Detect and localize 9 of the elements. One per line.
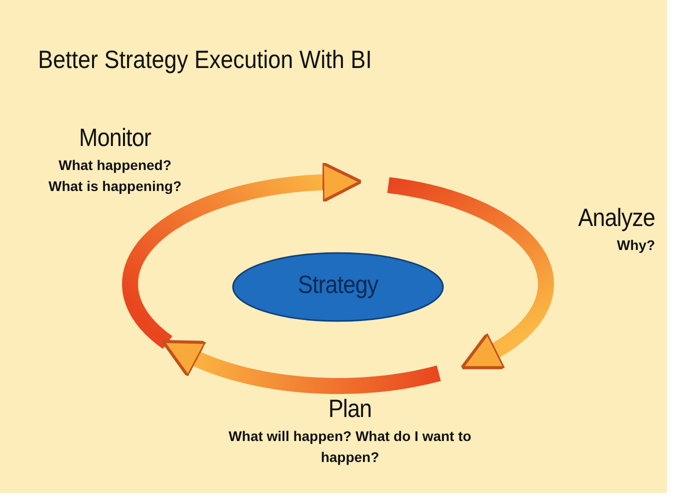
phase-heading: Analyze — [577, 204, 655, 233]
phase-question: What happened? What is happening? — [48, 156, 182, 196]
node-label: Strategy — [296, 271, 380, 300]
phase-heading: Plan — [327, 395, 373, 424]
title: Better Strategy Execution With BI — [38, 46, 372, 75]
phase-question: What will happen? What do I want to happen? — [228, 427, 472, 467]
phase-heading: Monitor — [78, 124, 152, 153]
strategy-ellipse — [232, 252, 444, 322]
phase-question: Why? — [616, 236, 655, 255]
